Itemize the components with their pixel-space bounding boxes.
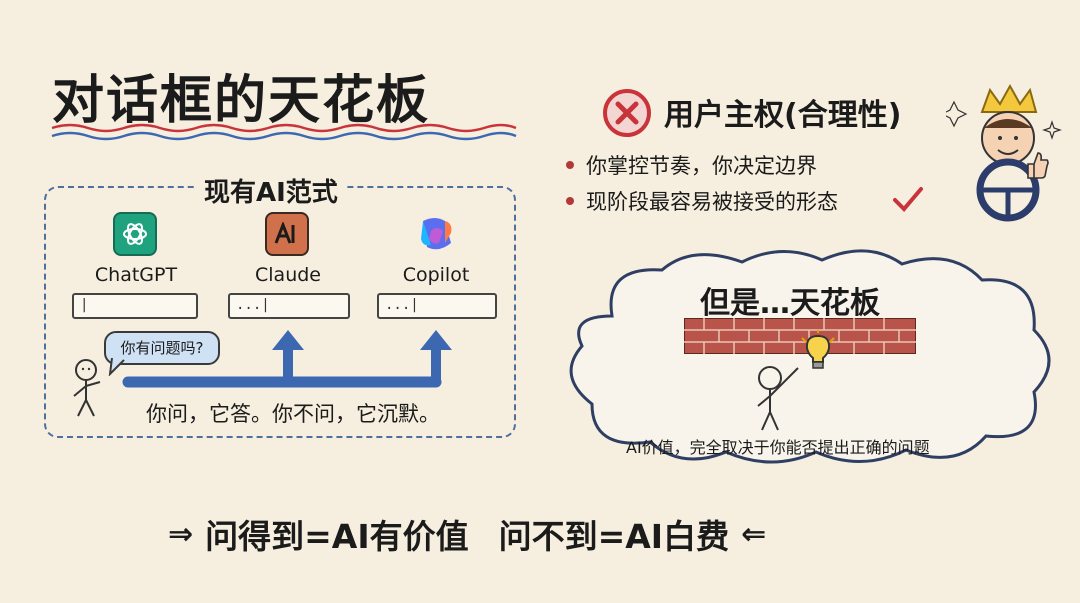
lightbulb-icon bbox=[801, 330, 835, 369]
stick-figure-reaching-icon bbox=[757, 366, 799, 431]
sovereignty-title: 用户主权(合理性) bbox=[664, 98, 902, 133]
chatgpt-input[interactable]: | bbox=[72, 293, 198, 319]
thumbs-up-icon bbox=[1027, 152, 1049, 179]
brick-wall-icon bbox=[684, 318, 916, 354]
paradigm-caption: 你问，它答。你不问，它沉默。 bbox=[146, 402, 440, 426]
page-title: 对话框的天花板 bbox=[52, 71, 431, 131]
app-name-copilot: Copilot bbox=[402, 264, 470, 286]
checkmark-icon bbox=[893, 187, 923, 212]
app-name-claude: Claude bbox=[255, 264, 321, 286]
speech-bubble-tail bbox=[108, 358, 125, 376]
sovereignty-bullet-text: 现阶段最容易被接受的形态 bbox=[586, 190, 838, 214]
flow-arrows bbox=[122, 330, 452, 388]
stick-figure-icon bbox=[73, 359, 101, 417]
chatgpt-logo-icon bbox=[113, 212, 157, 256]
cross-circle-icon bbox=[603, 89, 651, 137]
copilot-logo-icon bbox=[414, 212, 458, 256]
bottom-left-text: 问得到=AI有价值 bbox=[205, 517, 469, 556]
claude-input[interactable]: ...| bbox=[228, 293, 350, 319]
right-arrow-icon: ⇒ bbox=[168, 516, 194, 552]
claude-logo-icon bbox=[265, 212, 309, 256]
paradigm-label: 现有AI范式 bbox=[196, 172, 346, 209]
sovereignty-bullet: 现阶段最容易被接受的形态 bbox=[566, 186, 838, 216]
copilot-input[interactable]: ...| bbox=[377, 293, 497, 319]
title-wavy-underline bbox=[51, 123, 517, 141]
bullet-dot bbox=[566, 161, 574, 169]
ceiling-caption: AI价值，完全取决于你能否提出正确的问题 bbox=[626, 438, 930, 457]
sovereignty-bullet: 你掌控节奏，你决定边界 bbox=[566, 150, 817, 180]
app-name-chatgpt: ChatGPT bbox=[94, 264, 178, 286]
bottom-right-text: 问不到=AI白费 bbox=[498, 517, 730, 556]
bullet-dot bbox=[566, 197, 574, 205]
sovereignty-bullet-text: 你掌控节奏，你决定边界 bbox=[586, 154, 817, 178]
crown-icon bbox=[946, 83, 1062, 222]
ceiling-title: 但是…天花板 bbox=[700, 286, 880, 321]
speech-bubble: 你有问题吗? bbox=[104, 331, 220, 365]
bottom-statement: ⇒ 问得到=AI有价值 问不到=AI白费 ⇐ bbox=[168, 510, 766, 558]
left-arrow-icon: ⇐ bbox=[741, 516, 767, 552]
